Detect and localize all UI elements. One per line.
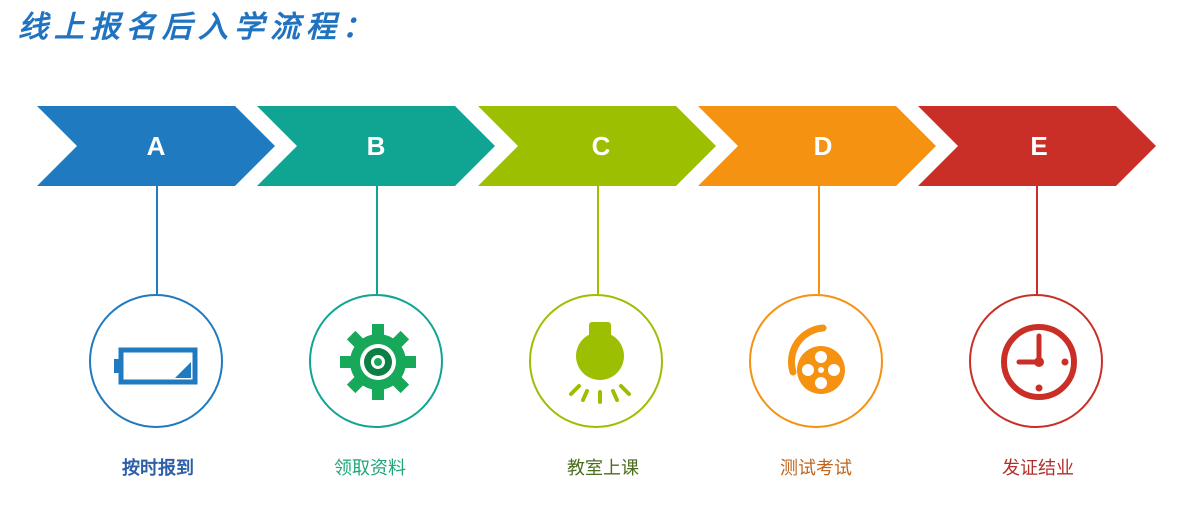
clock-icon — [1001, 324, 1077, 400]
connector-line — [156, 186, 158, 294]
chevron-b — [257, 106, 495, 186]
lightbulb-icon — [569, 322, 631, 404]
film-reel-icon — [787, 324, 845, 394]
chevron-a — [37, 106, 275, 186]
step-label: 领取资料 — [334, 458, 406, 479]
step-letter: E — [1030, 131, 1048, 161]
icon-circle — [749, 294, 883, 428]
chevron-e — [918, 106, 1156, 186]
step-letter: C — [591, 131, 611, 161]
icon-circle — [309, 294, 443, 428]
step-label: 测试考试 — [780, 458, 852, 479]
connector-line — [1036, 186, 1038, 294]
connector-line — [597, 186, 599, 294]
icon-circle — [969, 294, 1103, 428]
battery-icon — [114, 347, 198, 385]
icon-circle — [529, 294, 663, 428]
chevron-c — [478, 106, 716, 186]
icon-circle — [89, 294, 223, 428]
chevron-d — [698, 106, 936, 186]
step-label: 教室上课 — [567, 458, 639, 479]
page-title: 线上报名后入学流程： — [18, 10, 378, 45]
step-label: 发证结业 — [1002, 458, 1074, 479]
connector-line — [376, 186, 378, 294]
gear-icon — [340, 324, 416, 400]
connector-line — [818, 186, 820, 294]
step-letter: D — [813, 131, 833, 161]
step-label: 按时报到 — [122, 458, 194, 479]
step-letter: A — [146, 131, 166, 161]
step-letter: B — [366, 131, 386, 161]
